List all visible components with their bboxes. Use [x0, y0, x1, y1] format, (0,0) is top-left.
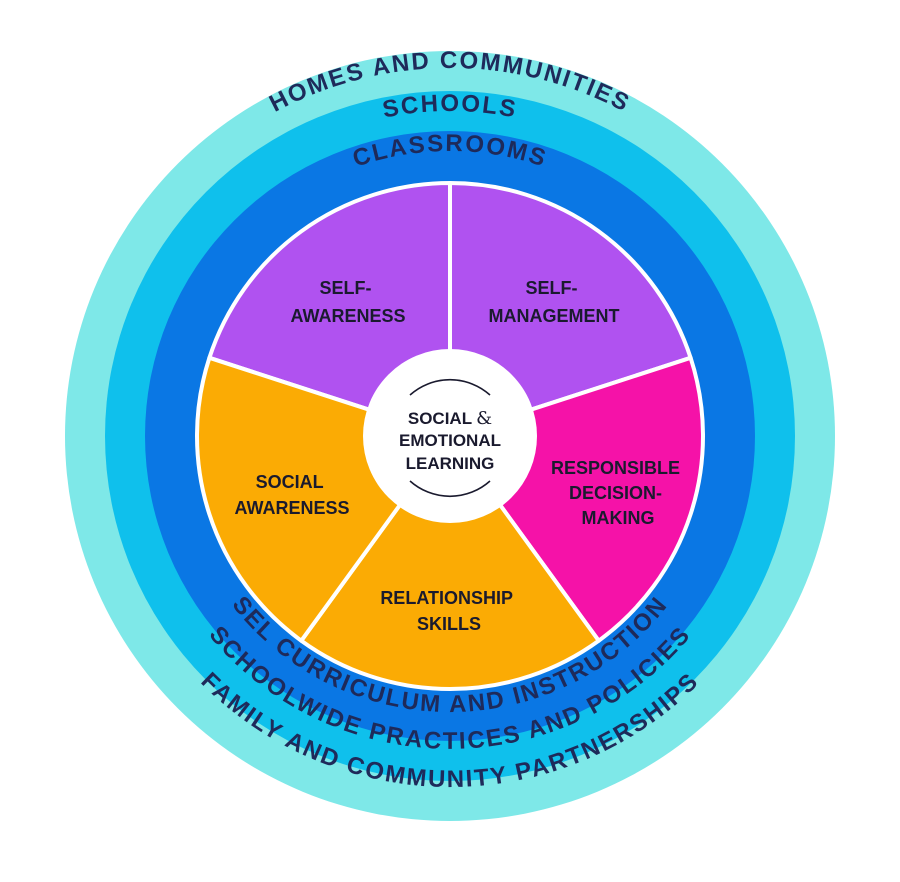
hub-line-social: SOCIAL&: [408, 408, 492, 429]
segment-self-management: [448, 181, 693, 438]
segment-relationship-skills: [299, 434, 601, 692]
self-management-label: SELF- MANAGEMENT: [489, 278, 620, 326]
hub-bottom-arc: [409, 480, 491, 498]
responsible-decision-making-label: RESPONSIBLE DECISION- MAKING: [551, 458, 685, 528]
social-awareness-label: SOCIAL AWARENESS: [234, 472, 349, 518]
relationship-skills-label: RELATIONSHIP SKILLS: [380, 588, 517, 634]
hub-line-learning: LEARNING: [406, 454, 495, 473]
hub-top-arc: [409, 378, 491, 396]
self-awareness-label: SELF- AWARENESS: [290, 278, 405, 326]
segment-self-awareness: [207, 181, 452, 438]
center-hub: [363, 349, 537, 523]
hub-line-emotional: EMOTIONAL: [399, 431, 501, 450]
